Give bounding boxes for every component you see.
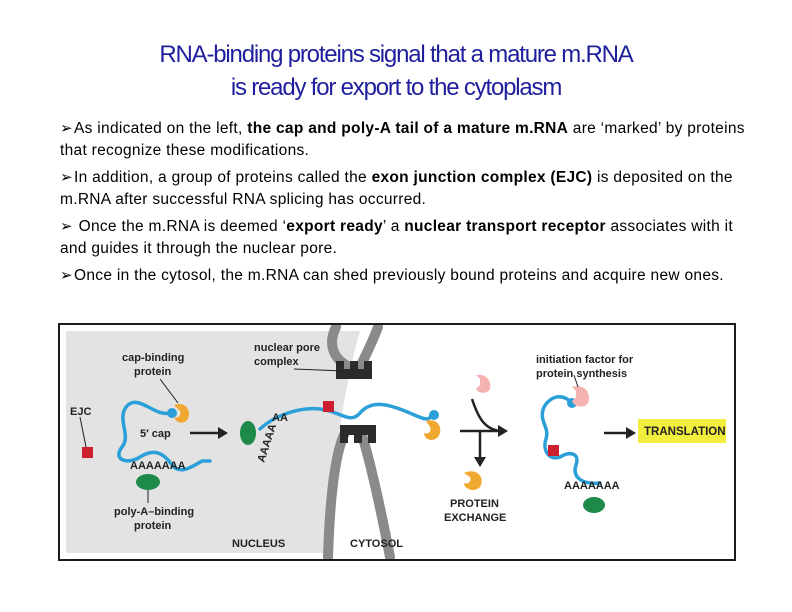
label-cytosol: CYTOSOL bbox=[350, 538, 403, 550]
bullet-list: ➢As indicated on the left, the cap and p… bbox=[60, 118, 760, 292]
cap-pointer-left bbox=[159, 378, 179, 404]
five-prime-cap-left bbox=[167, 408, 177, 418]
bullet-emphasis: exon junction complex (EJC) bbox=[371, 169, 593, 186]
bullet-text: ’ a bbox=[382, 218, 405, 235]
ejc-marker-middle bbox=[323, 401, 334, 412]
arrow-exchange bbox=[460, 398, 501, 459]
mrna-strand-left bbox=[117, 400, 212, 472]
label-polya-tail: AAAAAAA bbox=[130, 460, 186, 472]
bullet-text: Once in the cytosol, the m.RNA can shed … bbox=[74, 267, 724, 284]
five-prime-cap-middle bbox=[429, 410, 439, 420]
label-nuclear-pore-2: complex bbox=[254, 356, 300, 368]
polya-binding-protein-left bbox=[136, 474, 160, 490]
bullet-arrow-icon: ➢ bbox=[60, 169, 73, 186]
mrna-strand-right bbox=[540, 395, 602, 486]
pore-complex-upper bbox=[336, 361, 372, 379]
label-cap-binding-1: cap-binding bbox=[122, 352, 184, 364]
pore-pointer bbox=[293, 368, 345, 372]
arrow-translation-head bbox=[626, 427, 636, 439]
init-factor-right bbox=[572, 386, 590, 407]
mrna-export-diagram: cap-binding protein nuclear pore complex… bbox=[66, 325, 726, 559]
label-aa-small: AA bbox=[272, 412, 288, 424]
init-factor-incoming bbox=[476, 374, 491, 393]
bullet-arrow-icon: ➢ bbox=[60, 267, 73, 284]
label-polya-right: AAAAAAA bbox=[564, 480, 620, 492]
label-ejc: EJC bbox=[70, 406, 91, 418]
title-line-1: RNA-binding proteins signal that a matur… bbox=[159, 41, 633, 68]
slide-title: RNA-binding proteins signal that a matur… bbox=[0, 38, 792, 104]
bullet-item: ➢Once in the cytosol, the m.RNA can shed… bbox=[60, 265, 760, 287]
arrow-down-head bbox=[474, 457, 486, 467]
bullet-emphasis: the cap and poly-A tail of a mature m.RN… bbox=[247, 120, 569, 137]
label-polya-binding-1: poly-A–binding bbox=[114, 506, 194, 518]
exchanged-cap-protein bbox=[464, 471, 482, 490]
label-polya-binding-2: protein bbox=[134, 520, 172, 532]
label-nuclear-pore-1: nuclear pore bbox=[254, 342, 320, 354]
title-line-2: is ready for export to the cytoplasm bbox=[230, 74, 563, 101]
ejc-pointer-left bbox=[79, 416, 87, 448]
polya-binding-protein-right bbox=[583, 497, 605, 513]
bullet-item: ➢In addition, a group of proteins called… bbox=[60, 167, 760, 211]
label-protein-exchange-2: EXCHANGE bbox=[444, 512, 506, 524]
label-initiation-1: initiation factor for bbox=[536, 354, 634, 366]
mrna-strand-middle bbox=[258, 402, 434, 431]
label-translation: TRANSLATION bbox=[644, 426, 726, 438]
mrna-export-figure: cap-binding protein nuclear pore complex… bbox=[58, 323, 736, 561]
label-cap-binding-2: protein bbox=[134, 366, 172, 378]
bullet-emphasis: export ready bbox=[286, 218, 383, 235]
bullet-arrow-icon: ➢ bbox=[60, 218, 73, 235]
pore-complex-lower bbox=[340, 425, 376, 443]
bullet-item: ➢As indicated on the left, the cap and p… bbox=[60, 118, 760, 162]
bullet-text: associates with it and guides it through… bbox=[60, 218, 734, 257]
ejc-marker-left bbox=[82, 447, 93, 458]
label-initiation-2: protein synthesis bbox=[536, 368, 627, 380]
ejc-marker-right bbox=[548, 445, 559, 456]
bullet-arrow-icon: ➢ bbox=[60, 120, 73, 137]
arrow-exchange-head bbox=[498, 425, 508, 437]
label-five-cap: 5′ cap bbox=[140, 428, 171, 440]
bullet-text: are ‘marked’ by proteins that recognize … bbox=[60, 120, 745, 159]
bullet-text: In addition, a group of proteins called … bbox=[74, 169, 372, 186]
cap-binding-protein-left bbox=[174, 403, 190, 423]
bullet-emphasis: nuclear transport receptor bbox=[404, 218, 606, 235]
init-pointer bbox=[573, 374, 579, 388]
polya-binding-protein-middle bbox=[240, 421, 256, 445]
bullet-text: Once the m.RNA is deemed ‘ bbox=[74, 218, 287, 235]
label-protein-exchange-1: PROTEIN bbox=[450, 498, 499, 510]
cap-binding-protein-middle bbox=[424, 420, 441, 440]
nucleus-region bbox=[66, 331, 360, 553]
bullet-item: ➢ Once the m.RNA is deemed ‘export ready… bbox=[60, 216, 760, 260]
bullet-text: is deposited on the m.RNA after successf… bbox=[60, 169, 733, 208]
arrow-1-head bbox=[218, 427, 228, 439]
label-nucleus: NUCLEUS bbox=[232, 538, 285, 550]
nuclear-envelope-upper bbox=[327, 325, 383, 372]
bullet-text: As indicated on the left, bbox=[74, 120, 248, 137]
translation-box bbox=[638, 419, 726, 443]
